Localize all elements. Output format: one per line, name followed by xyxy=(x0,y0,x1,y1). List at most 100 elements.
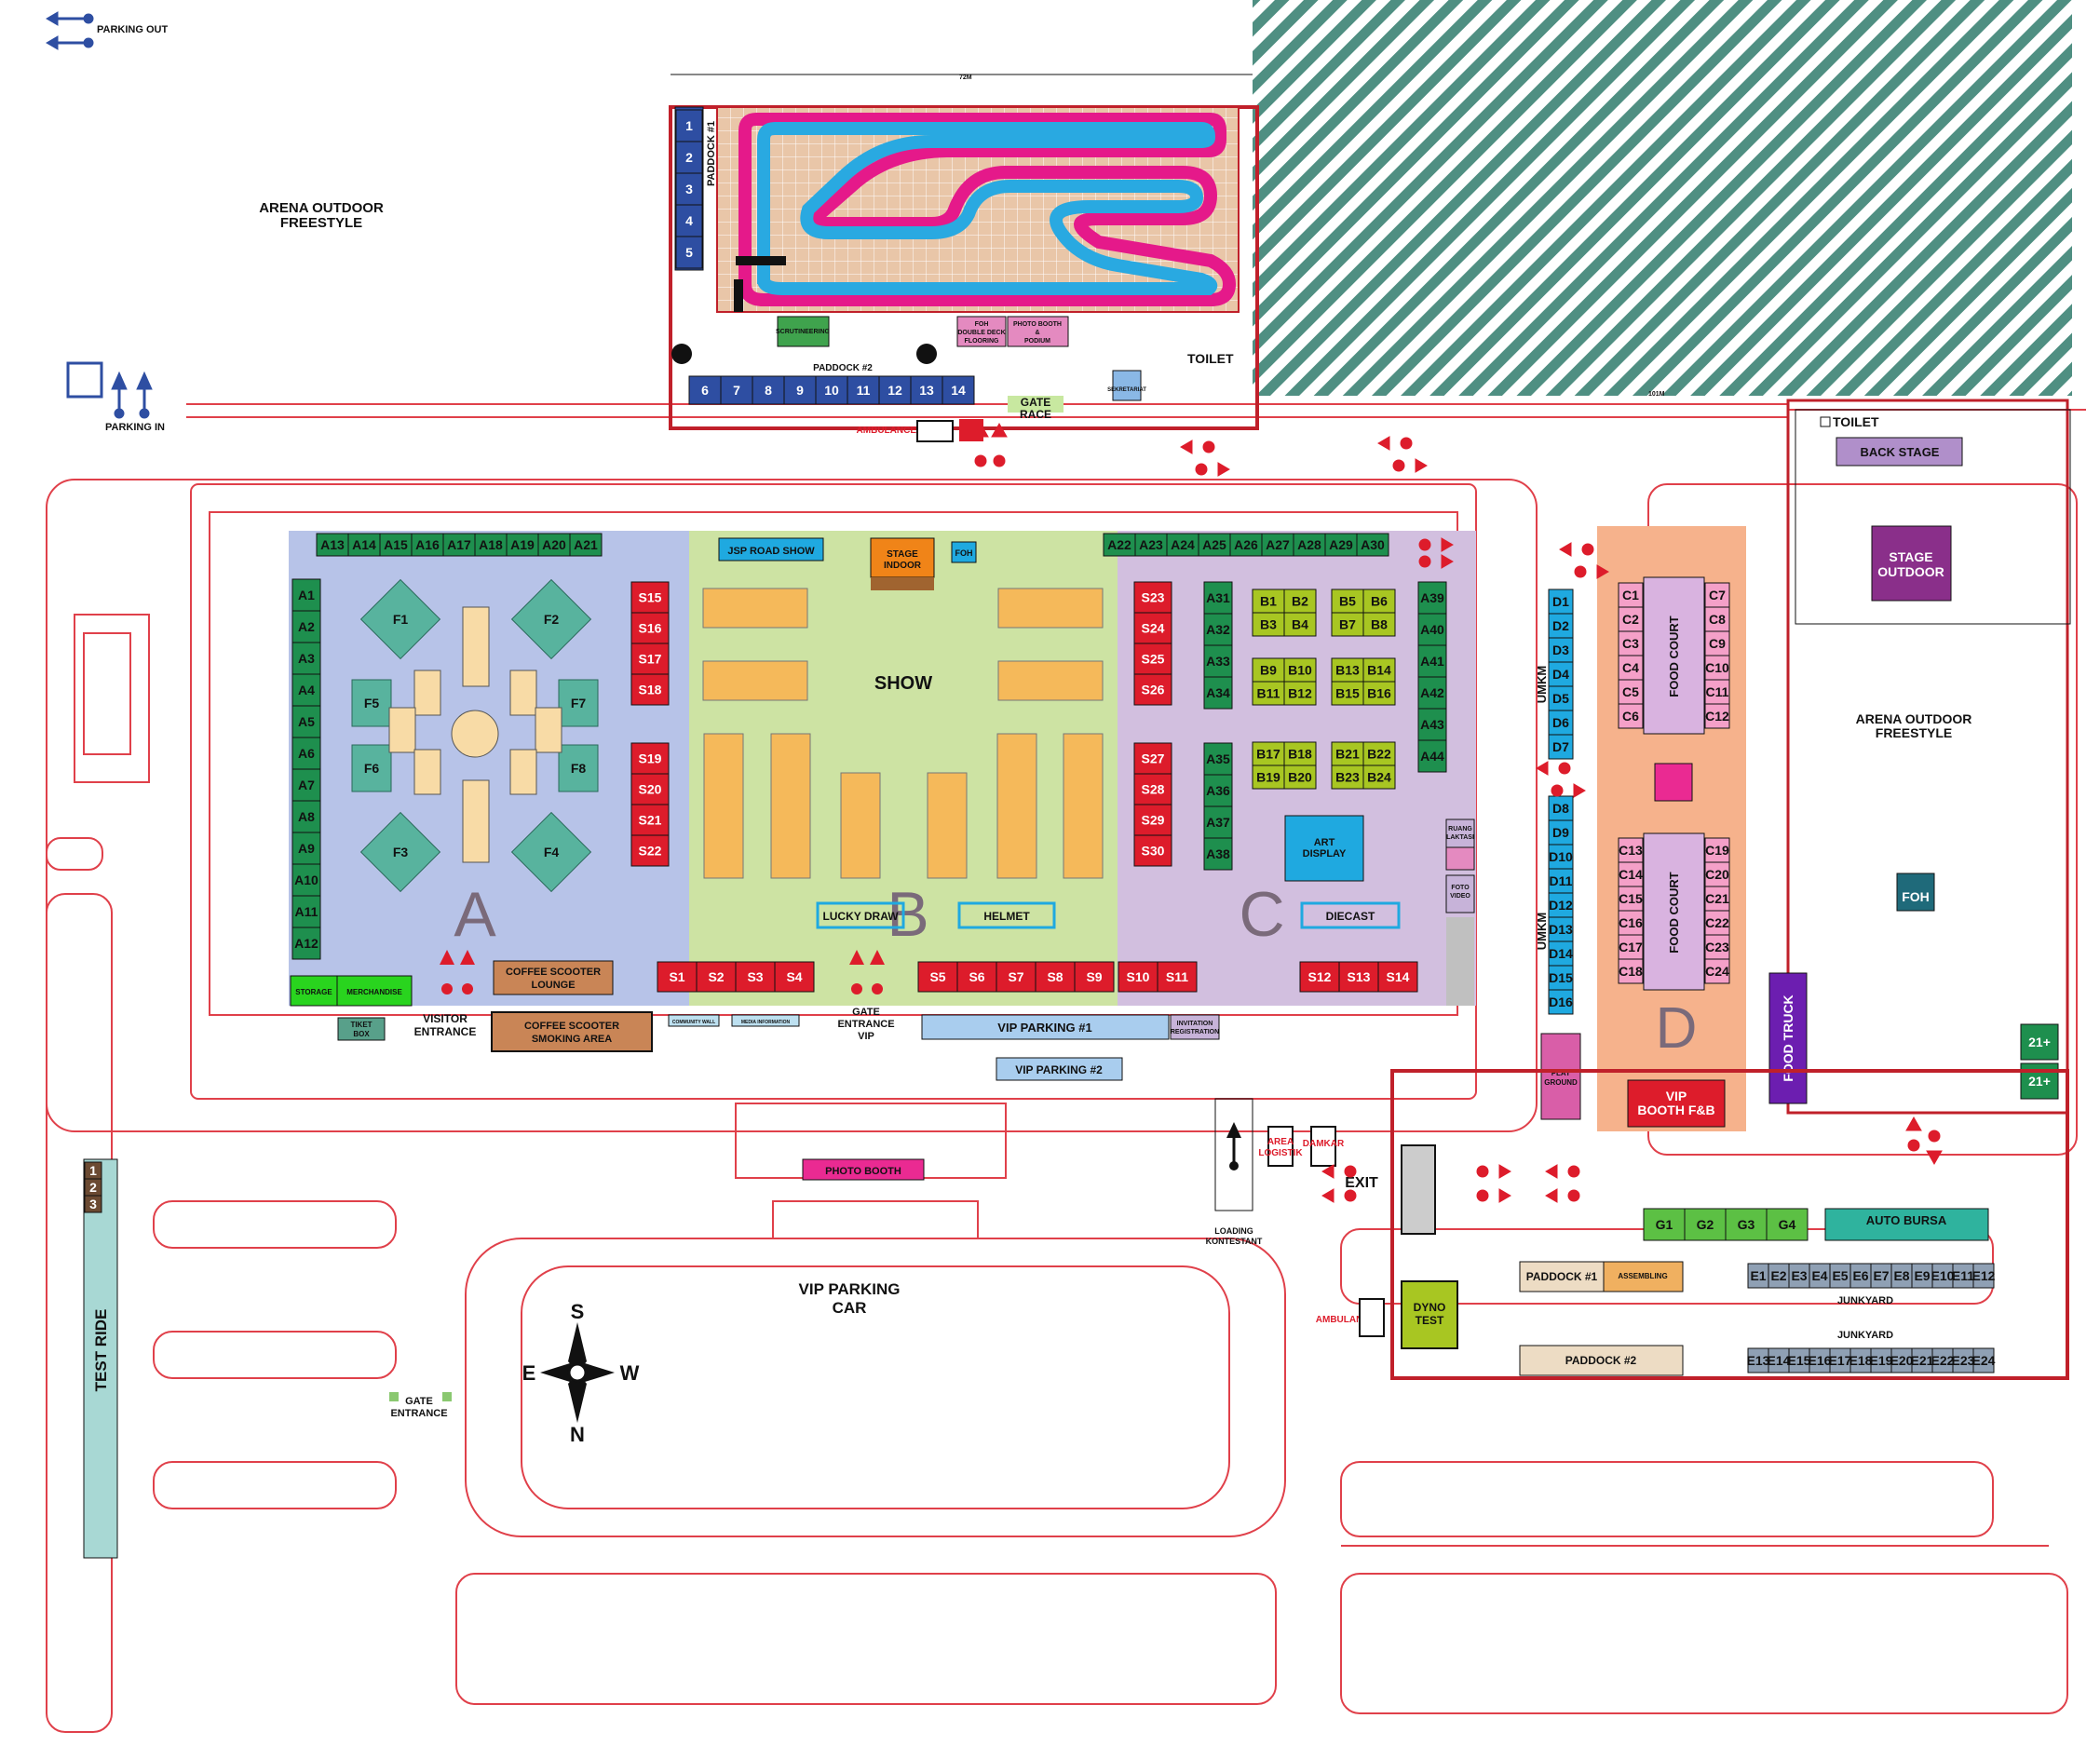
svg-text:A31: A31 xyxy=(1206,590,1230,605)
svg-text:D14: D14 xyxy=(1549,946,1573,961)
booth-c23: C23 xyxy=(1704,934,1730,960)
svg-text:C12: C12 xyxy=(1705,709,1729,724)
booth-s12: S12 xyxy=(1299,961,1340,993)
booth-d3: D3 xyxy=(1548,637,1574,663)
svg-text:F3: F3 xyxy=(393,845,409,859)
svg-text:D1: D1 xyxy=(1552,594,1569,609)
svg-text:A7: A7 xyxy=(298,778,315,792)
booth-13: 13 xyxy=(910,375,943,405)
booth-e11: E11 xyxy=(1952,1263,1974,1289)
br-ambulance-label: AMBULANCE xyxy=(1316,1315,1376,1325)
svg-text:S13: S13 xyxy=(1348,969,1371,984)
svg-text:S7: S7 xyxy=(1008,969,1023,984)
booth-c18: C18 xyxy=(1618,958,1644,984)
booth-b15: B15 xyxy=(1331,681,1364,706)
booth-2: 2 xyxy=(675,141,703,174)
svg-text:E6: E6 xyxy=(1852,1268,1868,1283)
booth-d13: D13 xyxy=(1548,916,1574,942)
svg-text:A8: A8 xyxy=(298,809,315,824)
vip-parking: VIP PARKING #1 VIP PARKING #2 INVITATION… xyxy=(799,1014,1220,1317)
svg-text:E8: E8 xyxy=(1893,1268,1909,1283)
booth-e3: E3 xyxy=(1788,1263,1810,1289)
booth-a7: A7 xyxy=(291,768,321,802)
booth-12: 12 xyxy=(878,375,912,405)
damkar-label: DAMKAR xyxy=(1303,1139,1345,1149)
booth-s14: S14 xyxy=(1377,961,1418,993)
booth-s20: S20 xyxy=(630,773,670,805)
booth-14: 14 xyxy=(942,375,975,405)
exit-label: EXIT xyxy=(1345,1175,1378,1191)
svg-text:S30: S30 xyxy=(1142,844,1165,859)
booth-4: 4 xyxy=(675,204,703,237)
race-toilet-label: TOILET xyxy=(1187,351,1234,366)
svg-text:B16: B16 xyxy=(1367,686,1391,701)
booth-a41: A41 xyxy=(1417,644,1447,678)
svg-text:B4: B4 xyxy=(1292,617,1308,632)
photo-booth-label: PHOTO BOOTH xyxy=(825,1166,901,1177)
zone-a-letter: A xyxy=(454,879,496,950)
booth-a16: A16 xyxy=(411,533,444,557)
svg-text:C19: C19 xyxy=(1705,843,1729,858)
svg-text:D2: D2 xyxy=(1552,618,1569,633)
svg-text:A35: A35 xyxy=(1206,751,1230,766)
booth-e1: E1 xyxy=(1747,1263,1769,1289)
svg-text:A6: A6 xyxy=(298,746,315,761)
booth-s22: S22 xyxy=(630,834,670,867)
svg-text:S9: S9 xyxy=(1086,969,1102,984)
site-outlines xyxy=(46,403,2086,1733)
svg-text:E16: E16 xyxy=(1809,1353,1832,1368)
booth-6: 6 xyxy=(688,375,722,405)
svg-text:D15: D15 xyxy=(1549,970,1573,985)
svg-text:B20: B20 xyxy=(1288,770,1312,785)
svg-text:5: 5 xyxy=(685,245,693,260)
svg-text:E24: E24 xyxy=(1972,1353,1996,1368)
svg-text:9: 9 xyxy=(796,383,804,398)
booth-a44: A44 xyxy=(1417,739,1447,773)
svg-text:D13: D13 xyxy=(1549,922,1573,937)
booth-g1: G1 xyxy=(1643,1208,1686,1241)
food-court-upper-label: FOOD COURT xyxy=(1667,616,1681,697)
svg-text:S28: S28 xyxy=(1142,782,1165,797)
svg-text:S26: S26 xyxy=(1142,683,1165,697)
zone-d-letter: D xyxy=(1656,996,1698,1061)
booth-c14: C14 xyxy=(1618,861,1644,887)
booth-b20: B20 xyxy=(1283,764,1317,790)
age-21-label-1: 21+ xyxy=(2028,1035,2051,1049)
race-paddock1-label: PADDOCK #1 xyxy=(706,121,717,186)
paddock1-br-label: PADDOCK #1 xyxy=(1526,1270,1598,1283)
parking-out-label: PARKING OUT xyxy=(97,24,168,35)
race-ambulance-label: AMBULANCE xyxy=(857,426,917,436)
svg-text:A16: A16 xyxy=(415,537,440,552)
svg-text:A42: A42 xyxy=(1420,685,1444,700)
booth-c10: C10 xyxy=(1704,655,1730,681)
booth-7: 7 xyxy=(720,375,753,405)
svg-text:A10: A10 xyxy=(294,873,318,887)
svg-text:D10: D10 xyxy=(1549,849,1573,864)
merchandise-label: MERCHANDISE xyxy=(346,988,402,996)
outdoor-foh-label: FOH xyxy=(1902,889,1930,904)
junkyard-label-2: JUNKYARD xyxy=(1837,1330,1893,1341)
booth-c17: C17 xyxy=(1618,934,1644,960)
booth-a23: A23 xyxy=(1134,533,1168,557)
svg-text:C6: C6 xyxy=(1622,709,1639,724)
booth-b10: B10 xyxy=(1283,657,1317,683)
svg-text:E10: E10 xyxy=(1931,1268,1955,1283)
booth-b12: B12 xyxy=(1283,681,1317,706)
booth-s25: S25 xyxy=(1133,643,1172,675)
svg-text:12: 12 xyxy=(887,383,902,398)
booth-f4: F4 xyxy=(510,811,592,893)
svg-text:14: 14 xyxy=(951,383,966,398)
svg-text:A22: A22 xyxy=(1107,537,1131,552)
booth-e6: E6 xyxy=(1849,1263,1872,1289)
booth-s4: S4 xyxy=(774,961,815,993)
